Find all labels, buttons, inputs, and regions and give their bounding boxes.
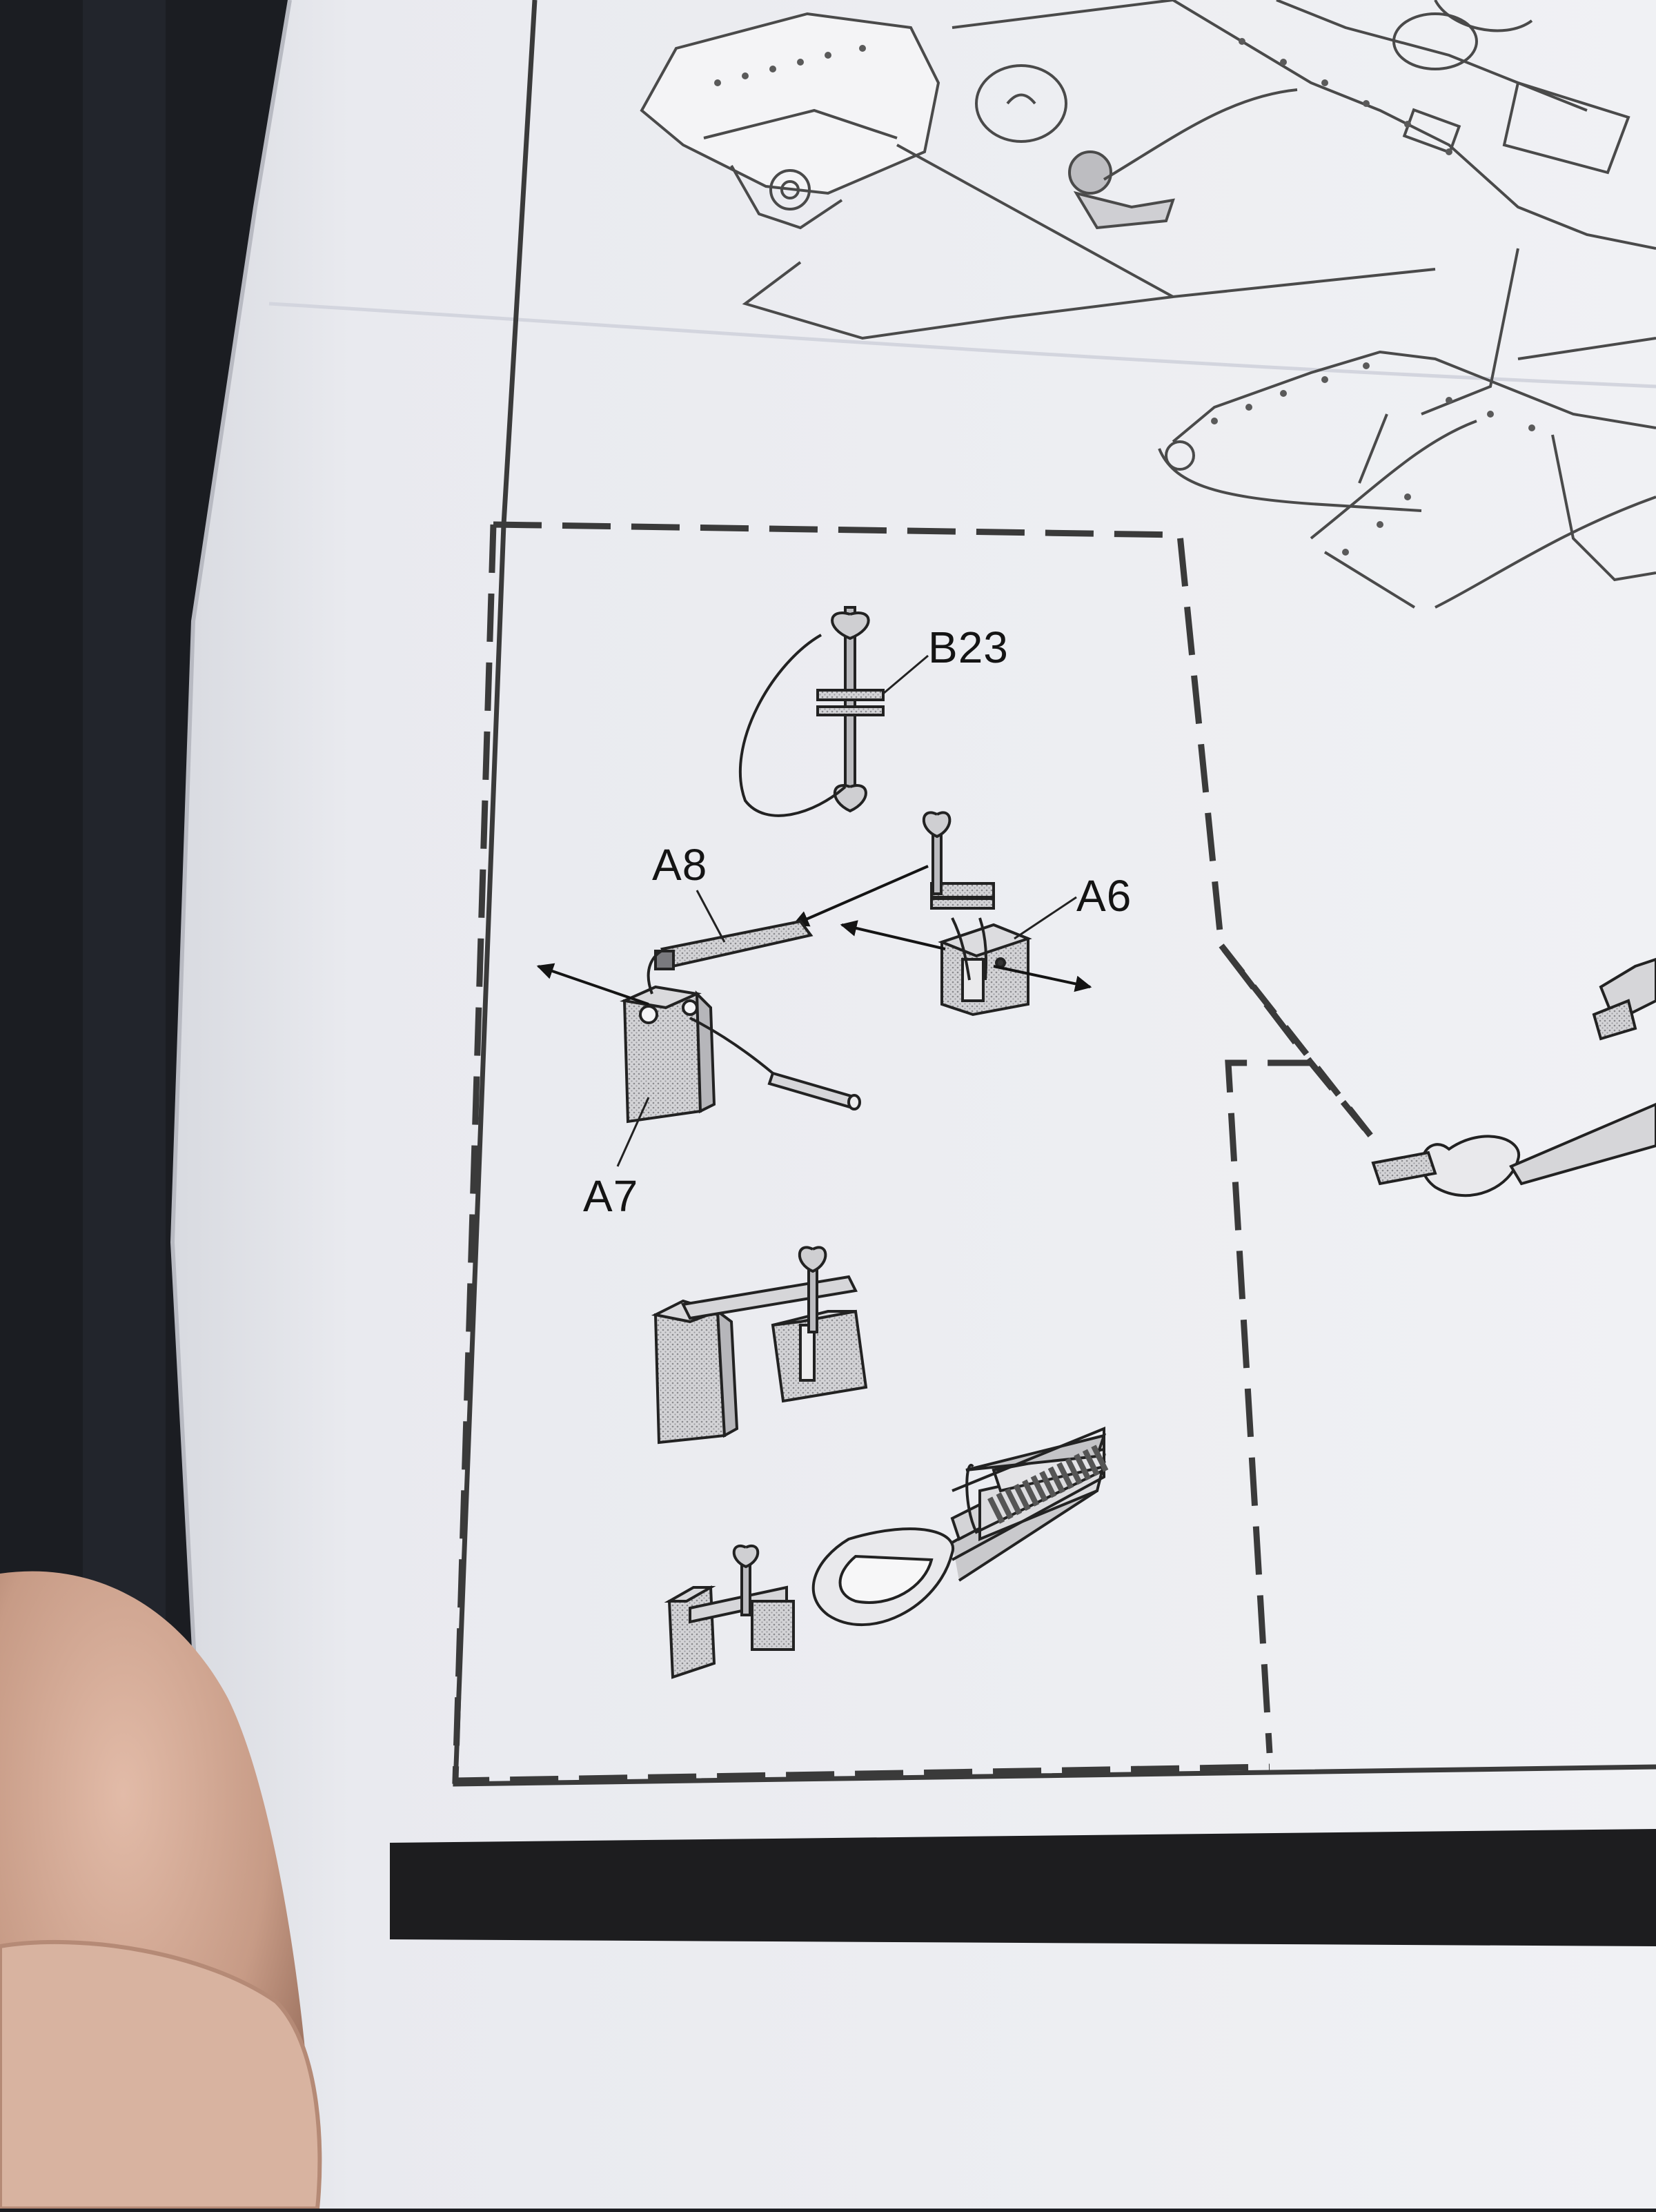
side-tow-eye: [1371, 957, 1656, 1197]
step-frame-outer: [453, 0, 1656, 1787]
label-a8: A8: [652, 840, 707, 890]
part-a6: [922, 811, 1032, 1017]
arrow-a6-right: [993, 965, 1092, 992]
callout-pointer: [1219, 943, 1376, 1141]
arrow-a7-left: [536, 963, 649, 1006]
b23-leader-line: [883, 654, 929, 695]
a7-leader-line: [616, 1097, 650, 1167]
paper-curl-edge: [170, 0, 292, 1899]
paper-fold-line: [268, 302, 1656, 389]
device-edge: [83, 0, 166, 1691]
arrow-pin-to-a8: [791, 865, 929, 927]
section-divider-bar: [390, 1829, 1656, 1946]
a8-leader-line: [696, 890, 726, 943]
label-a7: A7: [583, 1171, 638, 1221]
paper-sheet: [172, 0, 1656, 2209]
part-b23: [738, 606, 885, 817]
a6-leader-line: [1014, 896, 1077, 940]
assembled-hinge: [651, 1246, 868, 1445]
label-b23: B23: [928, 623, 1009, 672]
thumbnail: [0, 1939, 322, 2211]
hull-rivets: [714, 38, 1535, 556]
tow-cable-wire: [987, 1444, 1110, 1524]
part-a7: [620, 948, 861, 1124]
label-a6: A6: [1076, 871, 1132, 921]
hull-top-drawing: [640, 0, 1656, 609]
arrow-a6-left: [840, 920, 946, 950]
